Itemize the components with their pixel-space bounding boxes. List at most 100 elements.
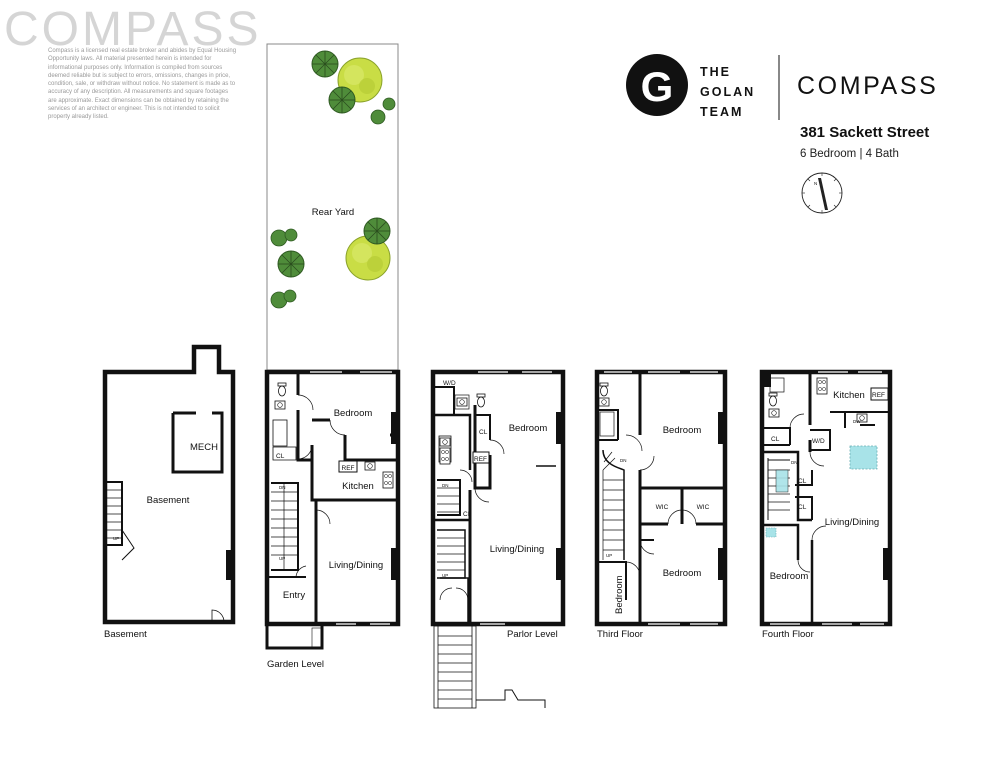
parlor-cl2-label: CL [463, 511, 472, 518]
compass-brand: COMPASS [797, 72, 939, 100]
parlor-ref-label: REF [474, 456, 487, 463]
third-bedroom1-label: Bedroom [663, 425, 702, 436]
door-icon [811, 525, 827, 541]
tree-icon [284, 228, 298, 242]
stairs-icon [105, 489, 122, 539]
stairs-icon [311, 627, 323, 649]
compass-north-label: N [814, 181, 817, 186]
tree-icon [382, 97, 396, 111]
fourth-stair-dn-label: DN [791, 460, 798, 465]
basement-plan [102, 344, 236, 625]
fourth-floor-label: Fourth Floor [762, 629, 814, 640]
door-icon [625, 434, 643, 452]
door-icon [639, 539, 655, 555]
window-icon [478, 371, 552, 625]
window-icon [718, 548, 725, 580]
parlor-stair-dn-label: DN [442, 483, 449, 488]
stairs-icon [602, 451, 624, 560]
window-icon [770, 371, 884, 625]
door-icon [489, 439, 505, 455]
logo-letter: G [641, 63, 674, 110]
third-floor-plan [594, 369, 728, 627]
door-icon [211, 609, 225, 623]
fourth-cl1-label: CL [771, 436, 780, 443]
window-icon [883, 548, 890, 580]
garden-entry-label: Entry [283, 590, 305, 601]
door-icon [459, 469, 473, 483]
garden-ref-label: REF [342, 465, 355, 472]
tub-icon [769, 377, 785, 393]
third-wic1-label: WIC [656, 504, 669, 511]
window-icon [556, 548, 563, 580]
garden-living-label: Living/Dining [329, 560, 383, 571]
parlor-level-plan [430, 369, 566, 709]
parlor-cl1-label: CL [479, 429, 488, 436]
skylight-icon [849, 445, 878, 470]
fourth-wd-label: W/D [812, 438, 825, 445]
fourth-kitchen-label: Kitchen [833, 390, 865, 401]
tub-icon [599, 411, 615, 437]
door-icon [329, 419, 346, 436]
parlor-floor-label: Parlor Level [507, 629, 558, 640]
window-icon [718, 412, 725, 444]
third-bedroom2-label: Bedroom [663, 568, 702, 579]
fourth-dw-label: DW [853, 419, 861, 424]
window-icon [391, 548, 398, 580]
golan-team-logo: G [626, 54, 688, 116]
door-icon [667, 509, 697, 525]
third-floor-label: Third Floor [597, 629, 643, 640]
door-icon [439, 587, 469, 601]
listing-summary: 6 Bedroom | 4 Bath [800, 148, 899, 160]
window-icon [226, 550, 233, 580]
fourth-cl2-label: CL [798, 478, 807, 485]
listing-address: 381 Sackett Street [800, 124, 930, 141]
door-icon [639, 455, 655, 471]
garden-cl-label: CL [276, 453, 285, 460]
door-icon [625, 561, 641, 577]
door-icon [297, 394, 314, 411]
compass-watermark: COMPASS [4, 3, 262, 56]
garden-kitchen-label: Kitchen [342, 481, 374, 492]
team-line-2: GOLAN [700, 85, 756, 99]
door-icon [789, 413, 805, 429]
parlor-bedroom-label: Bedroom [509, 423, 548, 434]
parlor-living-label: Living/Dining [490, 544, 544, 555]
third-stair-dn-label: DN [620, 458, 627, 463]
window-icon [391, 412, 398, 444]
tree-icon [370, 109, 386, 125]
stairs-icon [437, 487, 465, 571]
fourth-ref-label: REF [872, 392, 885, 399]
rear-yard-label: Rear Yard [312, 207, 354, 218]
third-bedroom3-label: Bedroom [614, 575, 625, 614]
stair-up-label: UP [113, 536, 119, 541]
garden-floor-label: Garden Level [267, 659, 324, 670]
compass-rose-icon: N [801, 172, 843, 214]
tub-icon [272, 419, 288, 447]
team-line-1: THE [700, 65, 731, 79]
garden-level-plan [264, 369, 401, 650]
team-line-3: TEAM [700, 105, 744, 119]
door-icon [474, 487, 490, 503]
disclaimer-text: Compass is a licensed real estate broker… [48, 48, 237, 121]
mech-room-label: MECH [190, 442, 218, 453]
skylight-icon [765, 527, 777, 538]
rear-yard: Rear Yard [266, 43, 399, 371]
tree-icon [283, 289, 297, 303]
door-icon [297, 444, 313, 460]
parlor-wd-label: W/D [443, 380, 456, 387]
garden-bedroom-label: Bedroom [334, 408, 373, 419]
stairs-icon [271, 483, 298, 570]
door-icon [121, 529, 135, 561]
garden-stair-dn-label: DN [279, 485, 286, 490]
door-icon [809, 451, 825, 467]
window-icon [556, 412, 563, 444]
tree-icon [270, 229, 288, 247]
third-wic2-label: WIC [697, 504, 710, 511]
stairs-icon [433, 625, 477, 709]
fourth-floor-plan [759, 369, 893, 627]
door-icon [295, 565, 307, 578]
door-icon [315, 509, 331, 525]
basement-floor-label: Basement [104, 629, 147, 640]
fourth-bedroom-label: Bedroom [770, 571, 809, 582]
